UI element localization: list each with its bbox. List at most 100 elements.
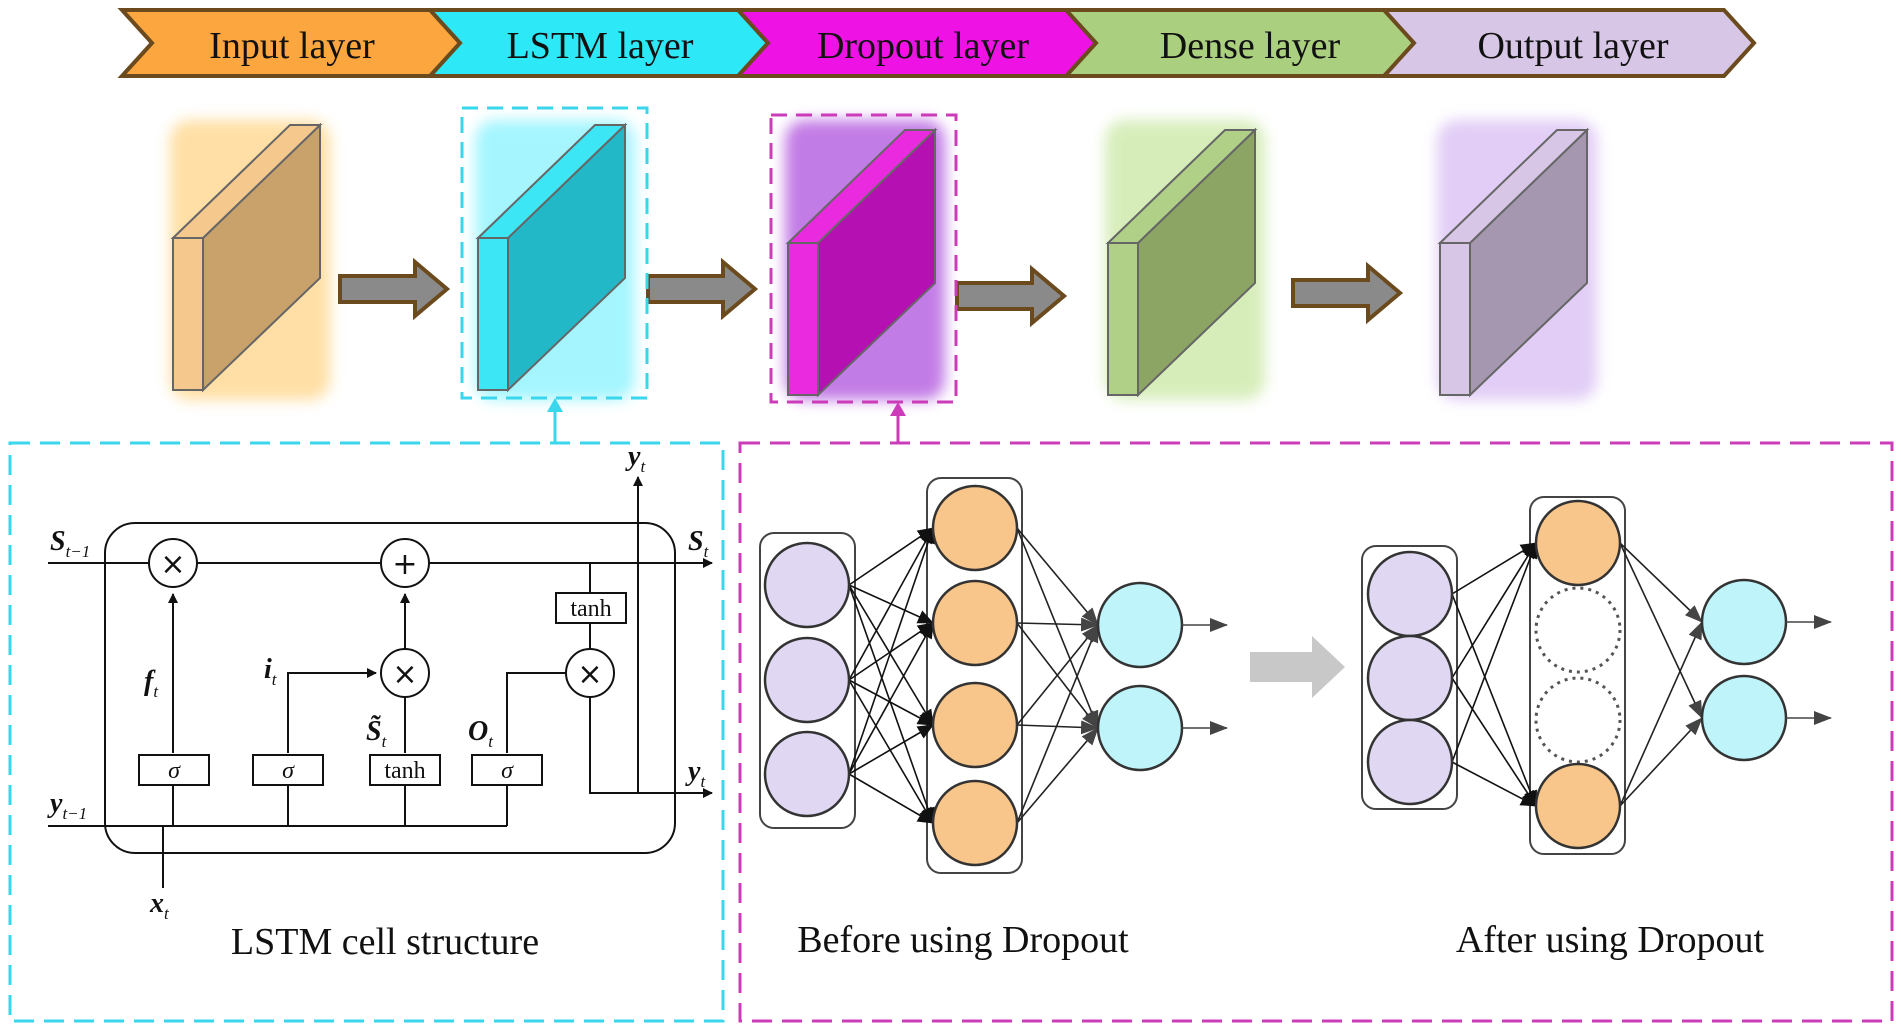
add-symbol: + [392, 547, 417, 582]
state-next-label: St [688, 526, 710, 561]
lstm-caption: LSTM cell structure [231, 921, 539, 963]
connection-edge [848, 584, 934, 726]
input-gate-to-multiply [287, 668, 377, 753]
state-prev-label: St−1 [50, 526, 90, 561]
input-column-box [759, 532, 856, 829]
input-neuron [763, 636, 851, 724]
lstm-connector [547, 398, 563, 443]
stage-chevron-output: Output layer [1379, 8, 1757, 78]
highlight-frames [8, 106, 1894, 1023]
chevron-shape [1379, 8, 1757, 78]
block-face-front [787, 242, 819, 396]
after-dropout-caption: After using Dropout [1456, 919, 1765, 961]
connection-edge [1451, 593, 1537, 807]
hidden-column-box [1529, 496, 1626, 855]
block-face-front [172, 237, 204, 391]
layer-blocks [170, 120, 1597, 400]
multiply-op-forget [148, 538, 198, 588]
connection-edge [1451, 542, 1538, 763]
connections [848, 527, 1099, 824]
input-column-box [1361, 545, 1458, 810]
connection-edge [848, 527, 934, 586]
output-neuron [1096, 684, 1184, 772]
input-gate-label: it [264, 654, 278, 689]
dropped-neuron [1534, 676, 1622, 764]
connection-edge [1451, 542, 1537, 679]
output-top-label: yt [625, 441, 646, 476]
lstm-cell-labels: × + × × σ σ tanh σ tanh St−1 St yt yt yt… [47, 441, 710, 963]
connection-edge [1619, 542, 1703, 623]
connection-edge [1016, 624, 1099, 726]
connection-edge [848, 622, 934, 775]
hidden-neuron [931, 484, 1019, 572]
sigma-label: σ [168, 758, 181, 784]
dropout-block-frame [769, 113, 958, 404]
flow-arrow [338, 257, 451, 321]
input-neuron [763, 541, 851, 629]
multiply-op-input [380, 648, 430, 698]
lstm-cell-structure [48, 476, 713, 888]
block-face-front [1107, 242, 1139, 396]
sigma-box-forget [138, 754, 210, 786]
output-neuron [1096, 581, 1184, 669]
connection-edge [848, 584, 935, 824]
block-output [1437, 120, 1597, 400]
connection-edge [1016, 727, 1099, 824]
block-lstm [475, 120, 635, 400]
connection-edge [848, 679, 934, 824]
output-neuron [1700, 674, 1788, 762]
input-neuron [763, 730, 851, 818]
lstm-connector-arrowhead [547, 398, 563, 412]
output-right-label: yt [685, 756, 706, 791]
stage-label-lstm: LSTM layer [507, 25, 694, 67]
hidden-neuron [931, 681, 1019, 769]
network-after-dropout [1361, 496, 1832, 855]
output-prev-label: yt−1 [47, 788, 87, 823]
output-arrows [1786, 615, 1832, 725]
stage-chevron-input: Input layer [117, 8, 465, 78]
flow-arrow [1291, 261, 1404, 325]
tanh-box-candidate [369, 754, 441, 786]
output-neuron [1700, 578, 1788, 666]
input-x-label: xt [149, 888, 170, 923]
multiply-symbol: × [392, 657, 417, 692]
neurons [763, 484, 1184, 867]
lstm-cell-body [104, 522, 676, 854]
connection-edge [848, 724, 934, 775]
connection-edge [1451, 542, 1537, 595]
connection-edge [848, 527, 935, 775]
input-neuron [1366, 718, 1454, 806]
block-input [170, 120, 330, 400]
dropout-connector [890, 402, 906, 443]
sigma-label: σ [282, 758, 295, 784]
connections [1451, 542, 1703, 807]
hidden-neuron [931, 579, 1019, 667]
lstm-cell-panel-frame [8, 441, 725, 1023]
tanh-box-output [555, 592, 627, 624]
flow-arrow [955, 264, 1068, 328]
stage-label-output: Output layer [1477, 25, 1668, 67]
stage-label-dropout: Dropout layer [817, 25, 1029, 67]
hidden-neuron [1534, 762, 1622, 850]
candidate-label: S̃t [366, 716, 388, 751]
connection-edge [1016, 527, 1099, 626]
add-op [380, 538, 430, 588]
hidden-neuron [931, 779, 1019, 867]
stage-label-dense: Dense layer [1160, 25, 1341, 67]
network-before-dropout [759, 477, 1228, 874]
tanh-label: tanh [570, 596, 611, 622]
stage-chevron-dropout: Dropout layer [733, 8, 1101, 78]
output-gate-to-multiply [506, 672, 568, 753]
neurons [1366, 499, 1788, 850]
flow-arrows [338, 257, 1404, 328]
connection-edge [848, 527, 934, 681]
connection-edge [1016, 617, 1099, 632]
connection-edge [1619, 542, 1703, 719]
flow-arrow [646, 257, 759, 321]
multiply-op-output [565, 648, 615, 698]
hidden-neuron [1534, 499, 1622, 587]
connection-edge [1451, 677, 1537, 807]
sigma-label: σ [501, 758, 514, 784]
multiply-symbol: × [577, 657, 602, 692]
hidden-column-box [926, 477, 1023, 874]
